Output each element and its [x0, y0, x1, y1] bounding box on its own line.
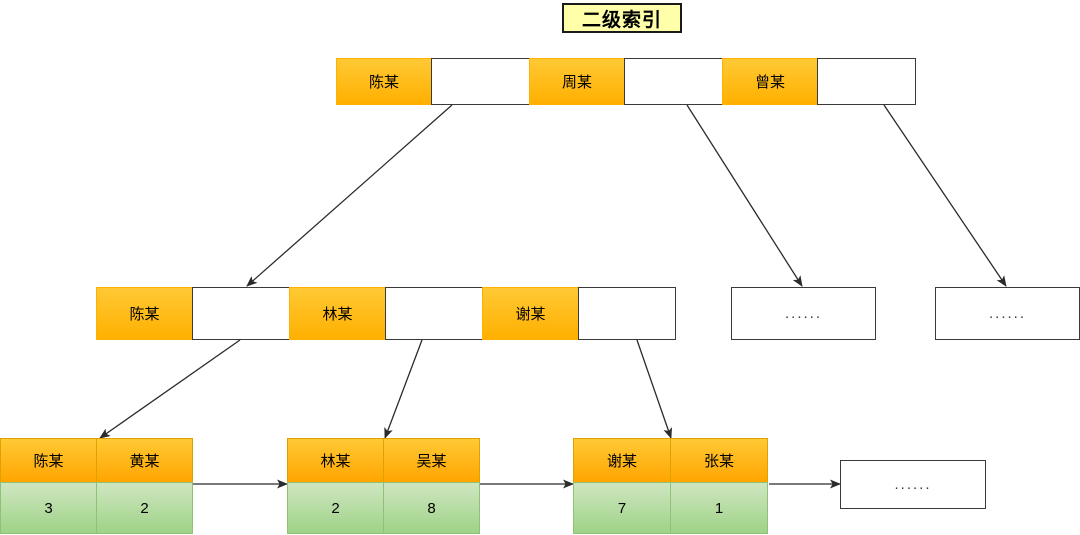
internal-pointer-cell-3[interactable]: [578, 287, 676, 340]
edge-root-to-placeholder-1: [686, 104, 803, 287]
leaf-1-value-cell-1[interactable]: 3: [0, 482, 97, 534]
root-key-cell-3[interactable]: 曾某: [722, 58, 818, 105]
root-index-node: 陈某 周某 曾某: [336, 58, 916, 105]
leaf-2-value-row: 2 8: [287, 482, 480, 534]
page-title: 二级索引: [562, 3, 682, 33]
leaf-node-1: 陈某 黄某 3 2: [0, 438, 193, 534]
leaf-node-2: 林某 吴某 2 8: [287, 438, 480, 534]
internal-key-cell-3[interactable]: 谢某: [482, 287, 579, 340]
leaf-2-value-cell-2[interactable]: 8: [383, 482, 480, 534]
leaf-1-key-row: 陈某 黄某: [0, 438, 193, 483]
leaf-3-value-cell-1[interactable]: 7: [573, 482, 671, 534]
root-key-cell-1[interactable]: 陈某: [336, 58, 432, 105]
root-pointer-cell-2[interactable]: [624, 58, 723, 105]
leaf-3-key-row: 谢某 张某: [573, 438, 768, 483]
edge-internal-to-leaf-2: [384, 339, 423, 439]
edge-internal-to-leaf-1: [99, 339, 241, 439]
edge-root-to-placeholder-2: [883, 104, 1007, 287]
leaf-2-key-cell-2[interactable]: 吴某: [383, 438, 480, 483]
edge-root-to-internal-1: [246, 104, 453, 287]
root-key-cell-2[interactable]: 周某: [529, 58, 625, 105]
leaf-1-key-cell-2[interactable]: 黄某: [96, 438, 193, 483]
root-pointer-cell-3[interactable]: [817, 58, 916, 105]
internal-pointer-cell-1[interactable]: [192, 287, 290, 340]
internal-placeholder-node-1[interactable]: ......: [731, 287, 876, 340]
leaf-1-key-cell-1[interactable]: 陈某: [0, 438, 97, 483]
internal-placeholder-node-2[interactable]: ......: [935, 287, 1080, 340]
leaf-1-value-row: 3 2: [0, 482, 193, 534]
internal-key-cell-2[interactable]: 林某: [289, 287, 386, 340]
internal-pointer-cell-2[interactable]: [385, 287, 483, 340]
leaf-3-key-cell-1[interactable]: 谢某: [573, 438, 671, 483]
internal-key-cell-1[interactable]: 陈某: [96, 287, 193, 340]
leaf-1-value-cell-2[interactable]: 2: [96, 482, 193, 534]
leaf-2-key-cell-1[interactable]: 林某: [287, 438, 384, 483]
leaf-2-key-row: 林某 吴某: [287, 438, 480, 483]
leaf-2-value-cell-1[interactable]: 2: [287, 482, 384, 534]
edge-internal-to-leaf-3: [636, 339, 672, 439]
leaf-3-key-cell-2[interactable]: 张某: [670, 438, 768, 483]
leaf-3-value-row: 7 1: [573, 482, 768, 534]
leaf-3-value-cell-2[interactable]: 1: [670, 482, 768, 534]
root-pointer-cell-1[interactable]: [431, 58, 530, 105]
internal-index-node: 陈某 林某 谢某: [96, 287, 676, 340]
leaf-node-3: 谢某 张某 7 1: [573, 438, 768, 534]
leaf-placeholder-node[interactable]: ......: [840, 460, 986, 509]
